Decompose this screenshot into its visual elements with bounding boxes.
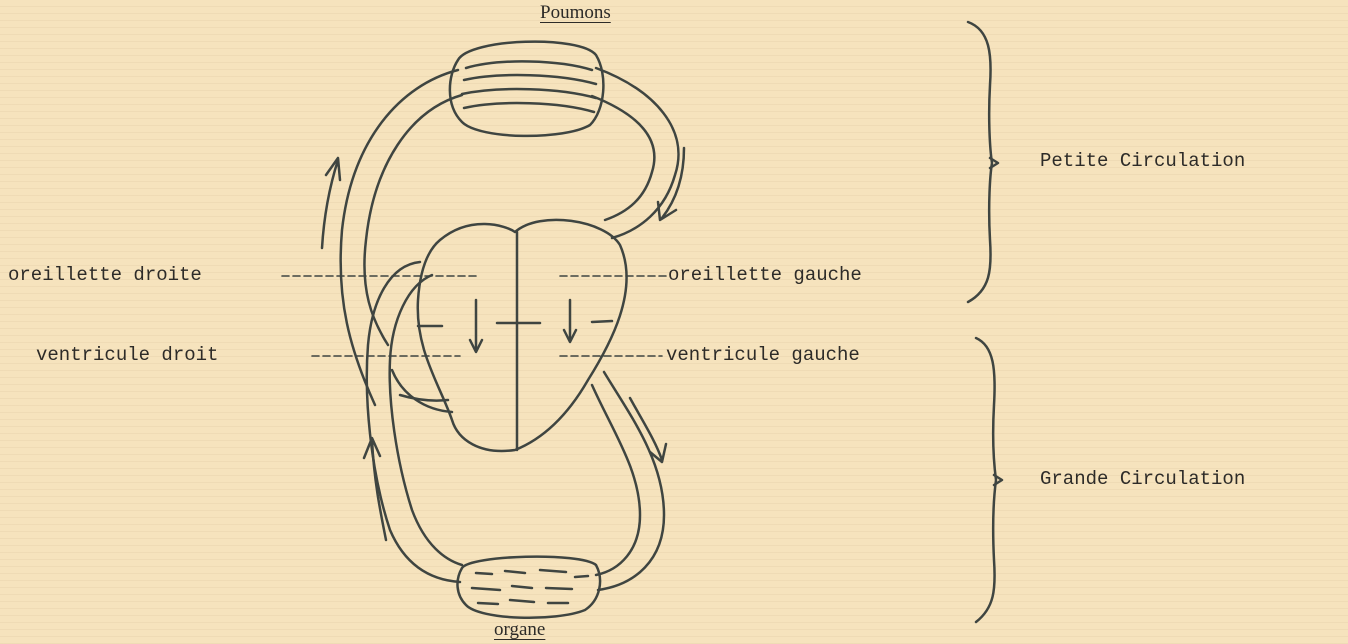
label-left-ventricle: ventricule gauche <box>666 344 860 366</box>
flow-arrow-down-right-lower <box>630 398 666 462</box>
vena-cava <box>367 262 462 582</box>
label-right-atrium: oreillette droite <box>8 264 202 286</box>
brace-grande-circulation <box>976 338 1002 622</box>
flow-arrow-up-left-lower <box>364 438 386 540</box>
label-petite-circulation: Petite Circulation <box>1040 150 1245 172</box>
heart-shape <box>418 220 627 451</box>
label-right-ventricle: ventricule droit <box>36 344 218 366</box>
aorta <box>592 372 664 590</box>
organ-label: organe <box>494 619 545 641</box>
lungs-label: Poumons <box>540 2 611 24</box>
brace-petite-circulation <box>968 22 998 302</box>
label-grande-circulation: Grande Circulation <box>1040 468 1245 490</box>
label-left-atrium: oreillette gauche <box>668 264 862 286</box>
flow-arrow-right-atrium-to-ventricle <box>470 300 482 352</box>
flow-arrow-up-left-upper <box>322 158 340 248</box>
organ-shape <box>457 557 600 618</box>
flow-arrow-left-atrium-to-ventricle <box>564 300 576 342</box>
lungs-shape <box>450 42 604 136</box>
